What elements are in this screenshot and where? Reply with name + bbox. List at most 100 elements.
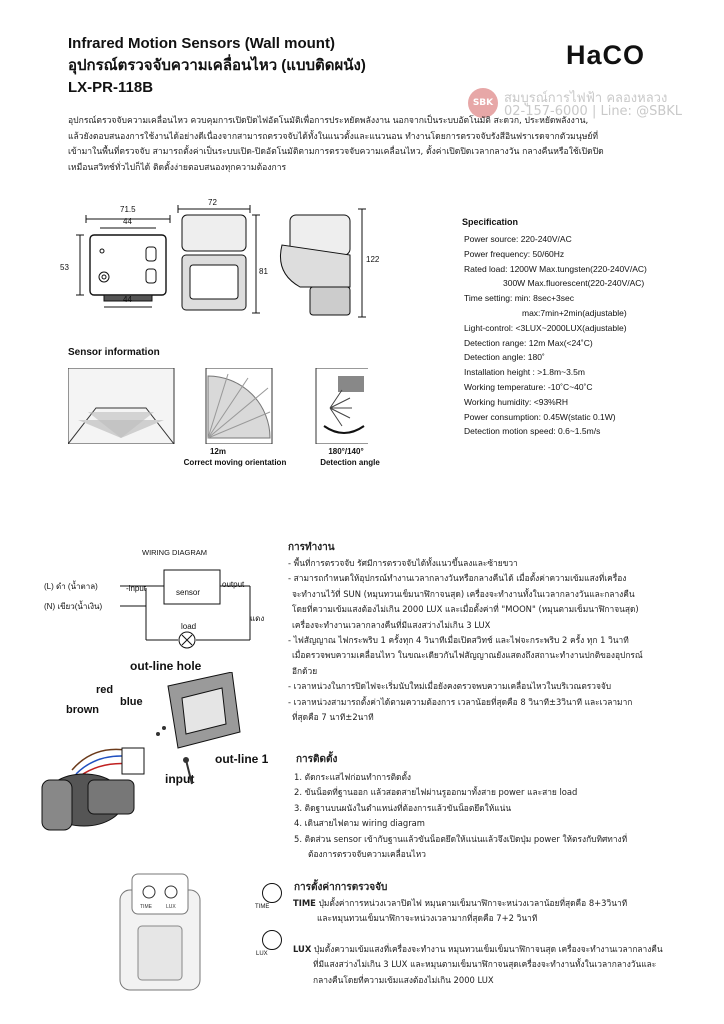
spec-heading: Specification (462, 217, 519, 227)
operation-text: - พื้นที่การตรวจจับ รัศมีการตรวจจับได้ทั… (288, 556, 708, 725)
installation-step: ต้องการตรวจจับความเคลื่อนไหว (308, 849, 426, 860)
operation-line: เครื่องจะทำงานเวลากลางคืนที่มีแสงสว่างไม… (292, 619, 491, 630)
time-icon-caption: TIME (255, 904, 270, 910)
installation-steps: 1. ตัดกระแสไฟก่อนทำการติดตั้ง 2. ขันน็อต… (294, 770, 704, 862)
intro-line: อุปกรณ์ตรวจจับความเคลื่อนไหว ควบคุมการเป… (68, 116, 589, 126)
spec-line: Power frequency: 50/60Hz (464, 248, 565, 259)
spec-line: Installation height : >1.8m~3.5m (464, 367, 585, 378)
time-setting-text: TIME ปุ่มตั้งค่าการหน่วงเวลาปิดไฟ หมุนตา… (293, 896, 713, 927)
operation-line: - เวลาหน่วงสามารถตั้งค่าได้ตามความต้องกา… (288, 696, 633, 707)
operation-heading: การทำงาน (288, 542, 335, 553)
mounting-base (167, 672, 241, 749)
wire-red-label: แดง (250, 614, 265, 623)
spec-line: Detection range: 12m Max(<24˚C) (464, 337, 593, 348)
lux-line: ที่มีแสงสว่างไม่เกิน 3 LUX และหมุนตามเข็… (313, 959, 657, 970)
terminal-block (121, 747, 145, 775)
settings-heading: การตั้งค่าการตรวจจับ (294, 882, 388, 893)
dimension-drawings (76, 205, 366, 318)
title-english: Infrared Motion Sensors (Wall mount) (68, 35, 335, 52)
intro-line: เข้ามาในพื้นที่ตรวจจับ สามารถตั้งค่าเป็น… (68, 147, 604, 157)
installation-illustration (41, 672, 241, 831)
blue-wire-label: blue (120, 696, 143, 708)
operation-line: โดยที่ความเข้มแสงต้องไม่เกิน 2000 LUX แล… (292, 604, 639, 615)
dim-bottom: 44 (123, 295, 132, 304)
time-key: TIME (293, 898, 316, 908)
brown-wire-label: brown (66, 704, 99, 716)
dim-width-outer: 71.5 (120, 205, 136, 214)
sensor-info-figures (68, 368, 368, 444)
model-number: LX-PR-118B (68, 79, 154, 96)
wire-input-label: -input (126, 584, 147, 593)
time-dial-label: TIME (140, 904, 153, 910)
spec-line: Working humidity: <93%RH (464, 396, 569, 407)
sensor-info-heading: Sensor information (68, 347, 160, 358)
operation-line: - ไฟสัญญาณ ไฟกระพริบ 1 ครั้งทุก 4 วินาที… (288, 635, 629, 646)
load-label: load (181, 622, 197, 631)
outline1-label: out-line 1 (215, 752, 269, 766)
operation-line: - พื้นที่การตรวจจับ รัศมีการตรวจจับได้ทั… (288, 558, 518, 568)
installation-step: 2. ขันน็อตที่ฐานออก แล้วสอดสายไฟผ่านรูออ… (294, 787, 578, 798)
spec-line: 300W Max.fluorescent(220-240V/AC) (503, 278, 645, 289)
installation-step: 1. ตัดกระแสไฟก่อนทำการติดตั้ง (294, 772, 411, 782)
wiring-diagram (120, 569, 251, 649)
time-line: ปุ่มตั้งค่าการหน่วงเวลาปิดไฟ หมุนตามเข็ม… (318, 898, 628, 908)
operation-line: จะทำงานไว้ที่ SUN (หมุนทวนเข็มนาฬิกาจนสุ… (292, 588, 635, 599)
spec-line: Working temperature: -10˚C~40˚C (464, 381, 593, 392)
angle-caption: Detection angle (320, 458, 380, 467)
time-dial-icon (262, 883, 282, 903)
operation-line: ที่สุดคือ 7 นาที±2นาที (292, 712, 374, 723)
lux-dial-icon (262, 930, 282, 950)
installation-step: 5. ติดส่วน sensor เข้ากับฐานแล้วขันน็อตย… (294, 833, 628, 844)
brand-logo: HaCO (566, 40, 646, 70)
spec-line: Detection angle: 180˚ (464, 352, 545, 363)
wire-neutral-label: (N) เขียว(น้ำเงิน) (44, 602, 103, 611)
spec-line: Power source: 220-240V/AC (464, 234, 572, 244)
spec-line: Power consumption: 0.45W(static 0.1W) (464, 411, 616, 422)
operation-line: อีกด้วย (292, 665, 318, 676)
intro-paragraph: อุปกรณ์ตรวจจับความเคลื่อนไหว ควบคุมการเป… (68, 114, 688, 176)
range-fan-figure (205, 368, 273, 444)
angle-figure (315, 368, 368, 444)
watermark-line-2: 02-157-6000 | Line: @SBKL (504, 104, 683, 119)
intro-line: แล้วยังตอบสนองการใช้งานได้อย่างดีเนื่องจ… (68, 131, 599, 142)
sensor-back-drawing: TIME LUX (119, 873, 201, 991)
wire-output-label: output (222, 580, 245, 589)
watermark-badge: SBK (468, 88, 498, 118)
wire-live-label: (L) ดำ (น้ำตาล) (44, 582, 98, 591)
base-plate-drawing (76, 215, 171, 308)
operation-line: - สามารถกำหนดให้อุปกรณ์ทำงานเวลากลางวันห… (288, 573, 627, 584)
dim-front-height: 81 (259, 267, 268, 276)
spec-line: Rated load: 1200W Max.tungsten(220-240V/… (464, 263, 647, 274)
lux-dial-label: LUX (166, 904, 176, 910)
dim-side-height: 122 (366, 255, 380, 264)
wiring-heading: WIRING DIAGRAM (142, 548, 207, 557)
operation-line: - เวลาหน่วงในการปิดไฟจะเริ่มนับใหม่เมื่อ… (288, 681, 612, 692)
coverage-room-figure (68, 368, 175, 444)
lux-key: LUX (293, 944, 312, 954)
title-thai: อุปกรณ์ตรวจจับความเคลื่อนไหว (แบบติดผนัง… (68, 57, 366, 74)
dim-height: 53 (60, 263, 69, 272)
spec-line: Light-control: <3LUX~2000LUX(adjustable) (464, 322, 627, 333)
input-label: input (165, 772, 195, 786)
spec-line: Time setting: min: 8sec+3sec (464, 293, 574, 304)
red-wire-label: red (96, 684, 114, 696)
installation-step: 4. เดินสายไฟตาม wiring diagram (294, 818, 425, 829)
spec-line: Detection motion speed: 0.6~1.5m/s (464, 426, 601, 437)
sensor-body (41, 773, 135, 831)
installation-step: 3. ติดฐานบนผนังในตำแหน่งที่ต้องการแล้วขั… (294, 802, 512, 813)
screws (156, 726, 193, 785)
installation-heading: การติดตั้ง (296, 754, 338, 765)
side-view-drawing (280, 208, 366, 318)
dim-width-inner: 44 (123, 217, 132, 226)
spec-line: max:7min+2min(adjustable) (522, 307, 627, 318)
operation-line: เมื่อตรวจพบความเคลื่อนไหว ในขณะเดียวกันไ… (292, 650, 643, 661)
range-caption: Correct moving orientation (183, 458, 287, 467)
spec-list: Power source: 220-240V/AC Power frequenc… (464, 232, 714, 439)
lux-icon-caption: LUX (256, 951, 268, 957)
lux-line: กลางคืนโดยที่ความเข้มแสงต้องไม่เกิน 2000… (313, 974, 494, 985)
watermark-line-1: สมบูรณ์การไฟฟ้า คลองหลวง (504, 91, 668, 106)
sensor-box-label: sensor (176, 588, 201, 597)
angle-value: 180°/140° (328, 447, 364, 456)
lux-setting-text: LUX ปุ่มตั้งความเข้มแสงที่เครื่องจะทำงาน… (293, 942, 713, 988)
lux-line: ปุ่มตั้งความเข้มแสงที่เครื่องจะทำงาน หมุ… (313, 944, 663, 954)
